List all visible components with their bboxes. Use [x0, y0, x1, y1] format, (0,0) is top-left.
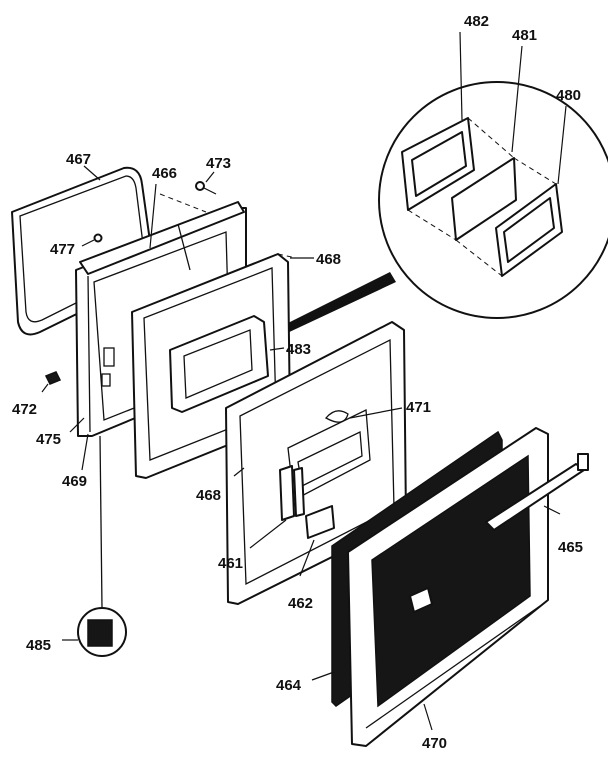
label-462: 462 [288, 595, 313, 612]
label-477: 477 [50, 241, 75, 258]
label-464: 464 [276, 677, 302, 694]
label-485: 485 [26, 637, 51, 654]
part-465-handle [485, 453, 589, 531]
screw-477 [81, 233, 103, 247]
part-466-top-trim [79, 193, 245, 275]
label-471: 471 [406, 399, 431, 416]
label-461: 461 [218, 555, 243, 572]
detail-callout: 482 481 480 [262, 13, 608, 342]
label-469: 469 [62, 473, 87, 490]
label-482: 482 [464, 13, 489, 30]
screw-472 [41, 371, 62, 393]
label-483: 483 [286, 341, 311, 358]
label-481: 481 [512, 27, 537, 44]
label-466: 466 [152, 165, 177, 182]
callout-pointer [262, 272, 396, 342]
part-480-frame [495, 183, 563, 277]
part-462-bracket [299, 505, 335, 577]
label-468-lower: 468 [196, 487, 221, 504]
label-472: 472 [12, 401, 37, 418]
label-467: 467 [66, 151, 91, 168]
screw-473 [195, 181, 217, 195]
part-461-channel [249, 465, 305, 549]
label-480: 480 [556, 87, 581, 104]
part-485-detail [62, 435, 127, 657]
label-475: 475 [36, 431, 61, 448]
part-482-gasket-frame [401, 117, 475, 211]
label-465: 465 [558, 539, 583, 556]
label-473: 473 [206, 155, 231, 172]
label-470: 470 [422, 735, 447, 752]
label-468-upper: 468 [316, 251, 341, 268]
part-481-glass-pane [451, 157, 517, 241]
part-483-insulation [169, 315, 285, 413]
